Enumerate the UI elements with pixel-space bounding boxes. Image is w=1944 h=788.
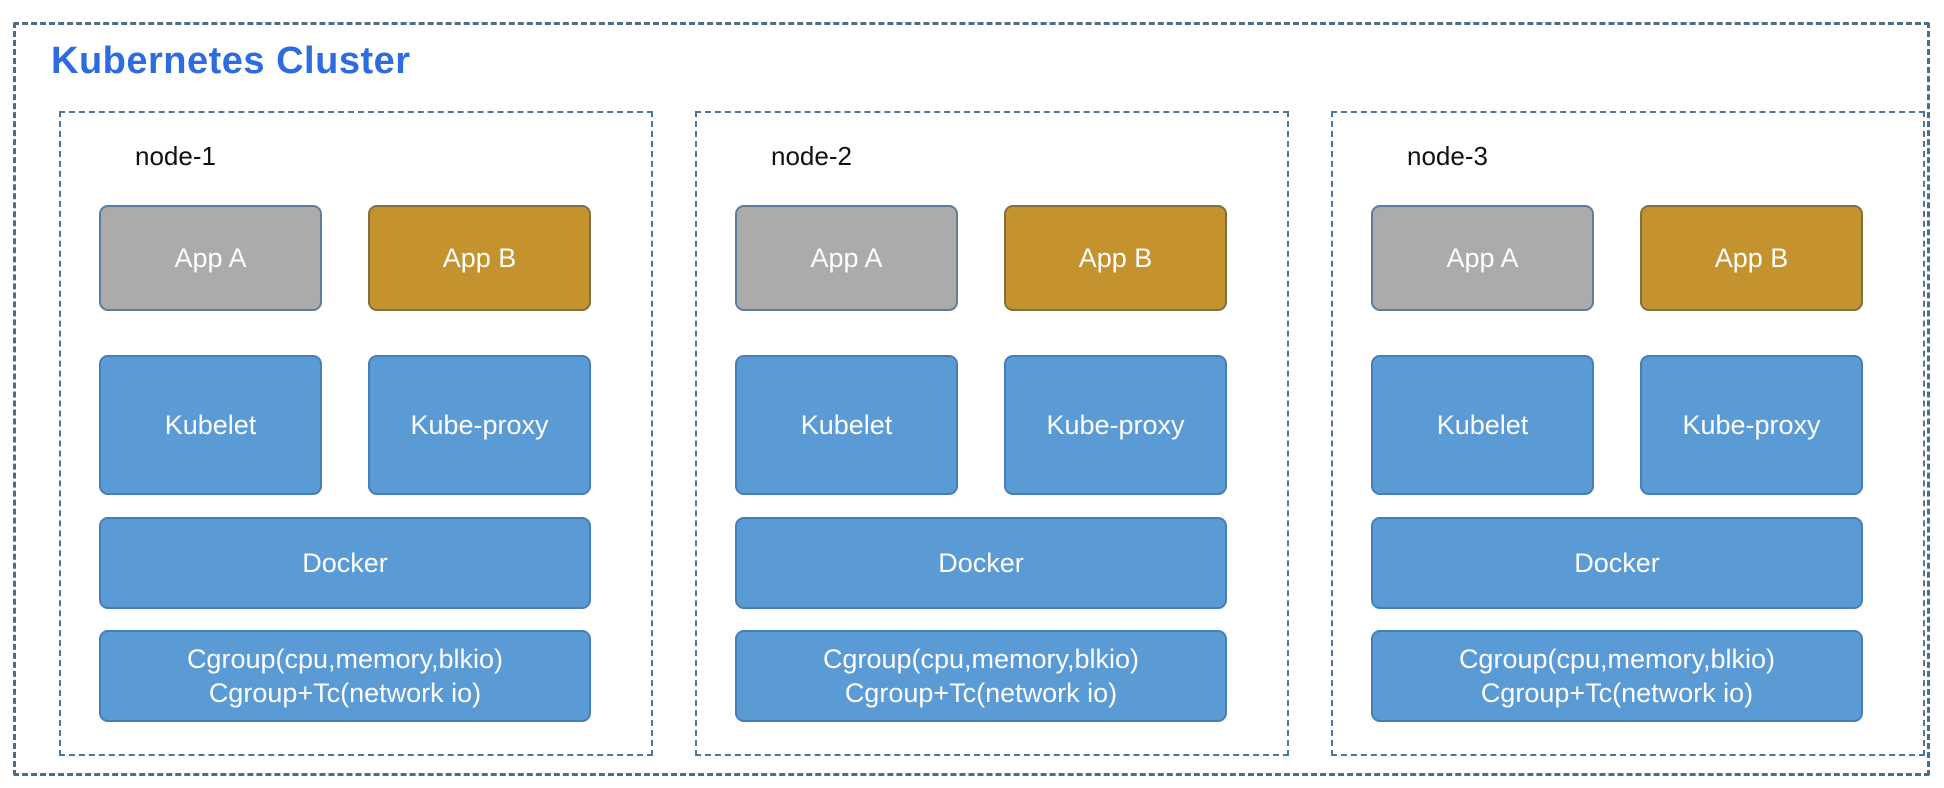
- node-3-cgroup-box: Cgroup(cpu,memory,blkio) Cgroup+Tc(netwo…: [1371, 630, 1863, 722]
- node-2-kubelet-label: Kubelet: [800, 410, 893, 440]
- node-3-boundary: node-3 App A App B Kubelet Kube-proxy: [1331, 111, 1925, 756]
- node-2-boundary: node-2 App A App B Kubelet Kube-proxy: [695, 111, 1289, 756]
- node-2-app-a-label: App A: [810, 243, 883, 273]
- node-2-docker-label: Docker: [938, 548, 1024, 578]
- node-2-cgroup-box: Cgroup(cpu,memory,blkio) Cgroup+Tc(netwo…: [735, 630, 1227, 722]
- cluster-title: Kubernetes Cluster: [51, 40, 411, 82]
- node-3-kube-row: Kubelet Kube-proxy: [1371, 355, 1863, 495]
- node-1-kubelet-label: Kubelet: [164, 410, 257, 440]
- node-1-label: node-1: [135, 141, 216, 171]
- node-1-docker-label: Docker: [302, 548, 388, 578]
- node-3-app-a-box: App A: [1371, 205, 1594, 311]
- node-1-app-a-label: App A: [174, 243, 247, 273]
- node-1-kubelet-box: Kubelet: [99, 355, 322, 495]
- node-3-kube-proxy-box: Kube-proxy: [1640, 355, 1863, 495]
- nodes-row: node-1 App A App B Kubelet Kube-proxy: [59, 111, 1925, 756]
- node-1-kube-row: Kubelet Kube-proxy: [99, 355, 591, 495]
- node-3-cgroup-line2: Cgroup+Tc(network io): [1480, 678, 1754, 708]
- node-2-kube-proxy-box: Kube-proxy: [1004, 355, 1227, 495]
- node-2-app-b-label: App B: [1078, 243, 1153, 273]
- node-2-label: node-2: [771, 141, 852, 171]
- node-3-app-a-label: App A: [1446, 243, 1519, 273]
- node-2-kubelet-box: Kubelet: [735, 355, 958, 495]
- node-1-kube-proxy-label: Kube-proxy: [410, 410, 549, 440]
- node-1-cgroup-line2: Cgroup+Tc(network io): [208, 678, 482, 708]
- node-1-app-a-box: App A: [99, 205, 322, 311]
- node-2-kube-proxy-label: Kube-proxy: [1046, 410, 1185, 440]
- node-2-cgroup-line1: Cgroup(cpu,memory,blkio): [822, 644, 1140, 674]
- node-3-docker-label: Docker: [1574, 548, 1660, 578]
- node-3-app-b-label: App B: [1714, 243, 1789, 273]
- node-2-app-b-box: App B: [1004, 205, 1227, 311]
- node-1-kube-proxy-box: Kube-proxy: [368, 355, 591, 495]
- node-2-cgroup-line2: Cgroup+Tc(network io): [844, 678, 1118, 708]
- node-3-cgroup-line1: Cgroup(cpu,memory,blkio): [1458, 644, 1776, 674]
- node-3-app-row: App A App B: [1371, 205, 1863, 311]
- node-1-app-b-label: App B: [442, 243, 517, 273]
- node-1-boundary: node-1 App A App B Kubelet Kube-proxy: [59, 111, 653, 756]
- node-2-kube-row: Kubelet Kube-proxy: [735, 355, 1227, 495]
- node-3-kube-proxy-label: Kube-proxy: [1682, 410, 1821, 440]
- node-3-app-b-box: App B: [1640, 205, 1863, 311]
- node-3-kubelet-box: Kubelet: [1371, 355, 1594, 495]
- node-2-app-row: App A App B: [735, 205, 1227, 311]
- node-1-app-b-box: App B: [368, 205, 591, 311]
- node-1-cgroup-line1: Cgroup(cpu,memory,blkio): [186, 644, 504, 674]
- node-1-docker-box: Docker: [99, 517, 591, 609]
- node-3-docker-box: Docker: [1371, 517, 1863, 609]
- node-1-app-row: App A App B: [99, 205, 591, 311]
- node-2-app-a-box: App A: [735, 205, 958, 311]
- node-3-kubelet-label: Kubelet: [1436, 410, 1529, 440]
- node-1-cgroup-box: Cgroup(cpu,memory,blkio) Cgroup+Tc(netwo…: [99, 630, 591, 722]
- node-2-docker-box: Docker: [735, 517, 1227, 609]
- node-3-label: node-3: [1407, 141, 1488, 171]
- cluster-boundary: Kubernetes Cluster node-1 App A App B Ku…: [13, 22, 1930, 776]
